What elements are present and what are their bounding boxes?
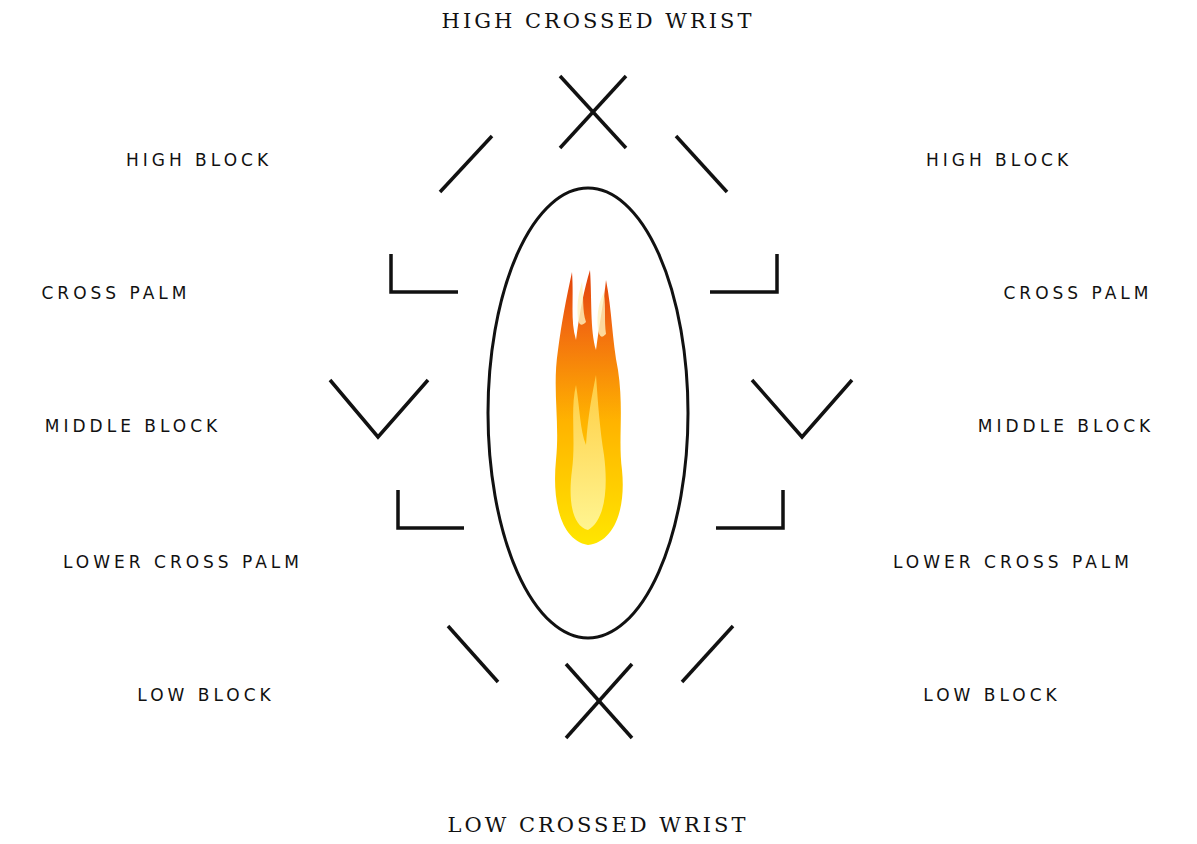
block-label: CROSS PALM (42, 283, 191, 303)
block-label: LOWER CROSS PALM (63, 552, 303, 572)
block-label: HIGH BLOCK (926, 150, 1072, 170)
block-label: LOW BLOCK (923, 685, 1060, 705)
block-label: MIDDLE BLOCK (978, 416, 1154, 436)
crossed-wrist-label: LOW CROSSED WRIST (448, 813, 749, 838)
block-label: LOW BLOCK (137, 685, 274, 705)
crossed-wrist-label: HIGH CROSSED WRIST (442, 9, 755, 34)
block-label: MIDDLE BLOCK (45, 416, 221, 436)
block-label: HIGH BLOCK (126, 150, 272, 170)
block-label: LOWER CROSS PALM (893, 552, 1133, 572)
block-label: CROSS PALM (1004, 283, 1153, 303)
